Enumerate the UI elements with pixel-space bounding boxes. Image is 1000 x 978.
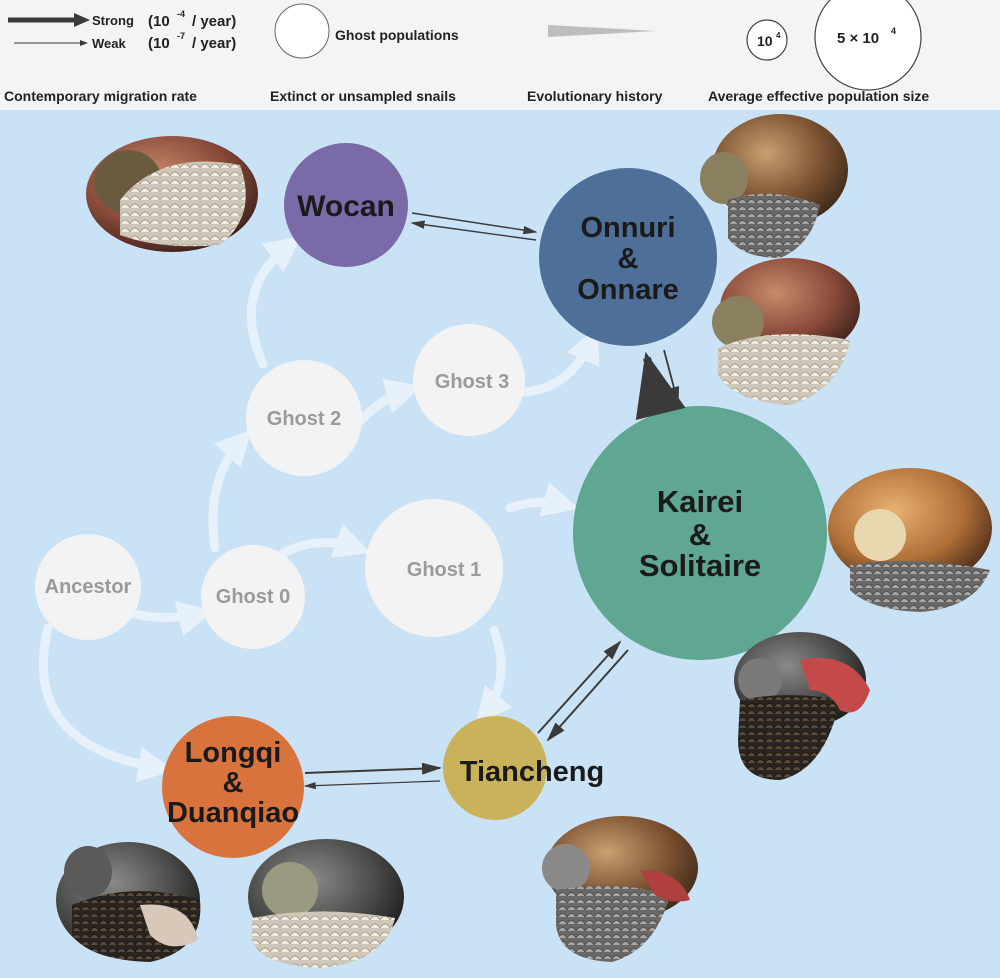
label-ghost2: Ghost 2: [267, 408, 341, 430]
node-tiancheng: [443, 716, 547, 820]
node-onnuri: [539, 168, 717, 346]
legend-strong-rate-tail: / year): [192, 13, 236, 30]
history-ghost1-tiancheng: [475, 625, 513, 725]
migration-onnuri-kairei: [663, 349, 680, 405]
snail-onnuri-bottom: [712, 258, 860, 405]
legend-weak-rate-base: (10: [148, 35, 170, 52]
node-kairei: [573, 406, 827, 660]
legend-caption-history: Evolutionary history: [527, 88, 663, 104]
label-onnuri-line1: Onnuri: [580, 212, 675, 244]
label-longqi-line2: &: [223, 767, 244, 799]
legend-size-large-exp: 4: [891, 26, 896, 36]
history-ghost2-ghost3: [352, 378, 422, 430]
legend-strong-rate-exp: -4: [177, 9, 185, 19]
history-ghost0-ghost1: [278, 523, 371, 558]
legend-size-large-circle: [814, 0, 922, 91]
legend-caption-extinct: Extinct or unsampled snails: [270, 88, 456, 104]
legend-weak-label: Weak: [92, 36, 126, 51]
snail-onnuri-top: [700, 114, 848, 258]
history-ancestor-longqi: [38, 623, 175, 783]
migration-longqi-tiancheng: [304, 762, 442, 775]
legend-history-arrow: [548, 25, 656, 37]
legend-strong-rate-base: (10: [148, 13, 170, 30]
label-tiancheng: Tiancheng: [460, 756, 605, 788]
legend-ghost-circle: [274, 3, 330, 59]
legend-weak-rate-exp: -7: [177, 31, 185, 41]
legend-ghost-label: Ghost populations: [335, 27, 459, 43]
snail-kairei-bottom: [734, 632, 870, 780]
label-ancestor: Ancestor: [45, 576, 132, 598]
migration-tiancheng-kairei: [537, 640, 622, 734]
node-longqi: [162, 716, 304, 858]
legend-weak-rate-tail: / year): [192, 35, 236, 52]
node-wocan: [284, 143, 408, 267]
label-kairei-line2: &: [689, 517, 711, 552]
snail-wocan: [86, 136, 258, 252]
snail-kairei-top: [828, 468, 992, 612]
legend-strong-arrow: [8, 13, 90, 27]
legend-caption-size: Average effective population size: [708, 88, 929, 104]
node-ghost2: [246, 360, 362, 476]
legend-weak-arrow: [14, 40, 88, 46]
label-onnuri-line2: &: [618, 243, 639, 275]
snail-longqi-left: [56, 842, 201, 962]
migration-kairei-onnuri-strong: [635, 351, 686, 421]
label-kairei-line3: Solitaire: [639, 548, 761, 583]
label-kairei-line1: Kairei: [657, 484, 743, 519]
legend-caption-migration: Contemporary migration rate: [4, 88, 197, 104]
legend-size-small-exp: 4: [776, 31, 781, 40]
label-ghost0: Ghost 0: [216, 586, 290, 608]
label-longqi-line1: Longqi: [185, 737, 282, 769]
migration-tiancheng-longqi: [303, 780, 441, 790]
migration-kairei-tiancheng: [546, 649, 629, 742]
legend-size-small-base: 10: [757, 33, 773, 49]
snail-tiancheng: [542, 816, 698, 962]
label-onnuri-line3: Onnare: [577, 274, 679, 306]
legend-strong-label: Strong: [92, 13, 134, 28]
history-ghost0-ghost2: [208, 429, 252, 553]
migration-wocan-onnuri: [411, 212, 538, 235]
label-wocan: Wocan: [297, 190, 395, 223]
history-ghost1-kairei: [505, 481, 579, 517]
node-ghost3: [413, 324, 525, 436]
migration-onnuri-wocan: [410, 220, 537, 241]
label-ghost1: Ghost 1: [407, 559, 481, 581]
snail-longqi-right: [248, 839, 404, 968]
history-ancestor-ghost0: [120, 601, 215, 637]
label-ghost3: Ghost 3: [435, 371, 509, 393]
node-ghost0: [201, 545, 305, 649]
history-ghost3-onnuri: [520, 326, 600, 397]
history-ghost2-wocan: [246, 236, 302, 369]
legend-size-large-base: 5 × 10: [837, 30, 879, 47]
node-ancestor: [35, 534, 141, 640]
node-ghost1: [365, 499, 503, 637]
label-longqi-line3: Duanqiao: [167, 797, 299, 829]
legend-size-small-circle: [746, 19, 788, 61]
